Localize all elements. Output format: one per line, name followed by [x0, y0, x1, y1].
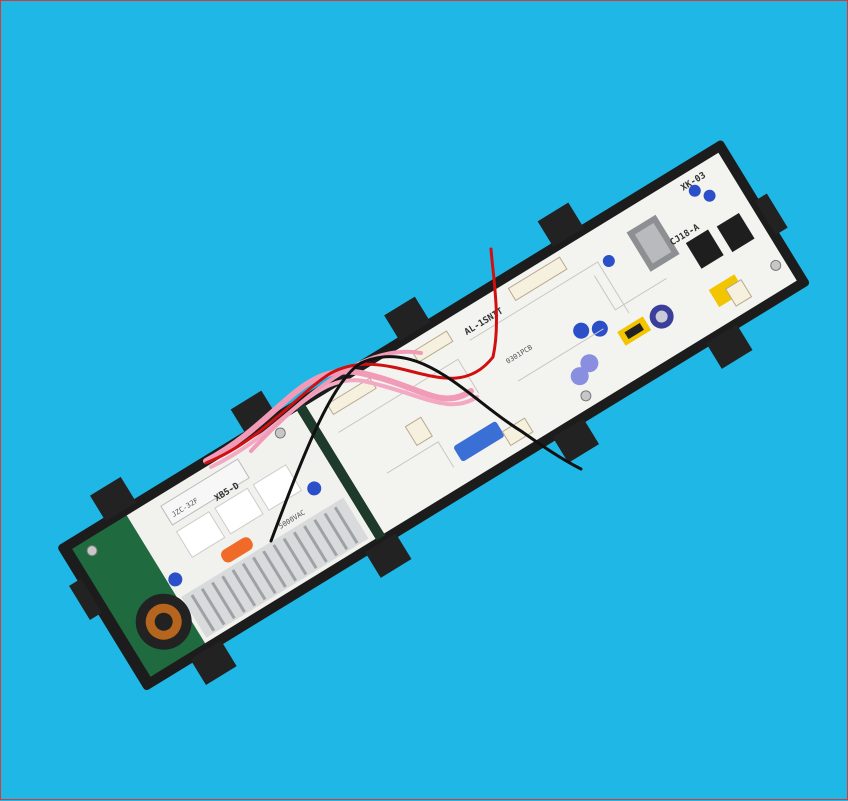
relays-main [685, 212, 755, 269]
relays-left [160, 458, 303, 558]
blue-capacitors [168, 184, 716, 587]
screws [86, 259, 782, 557]
wiring-harness [203, 247, 583, 543]
blue-connector [454, 421, 504, 462]
orange-capacitor [221, 537, 253, 563]
electrolytic-capacitors [570, 304, 674, 386]
mounting-tabs [69, 193, 788, 685]
heatsink [181, 497, 369, 638]
regulator-heatsink [626, 214, 680, 272]
toroid-inductor [135, 593, 192, 650]
left-pcb [126, 410, 376, 644]
header-connectors [326, 256, 753, 447]
